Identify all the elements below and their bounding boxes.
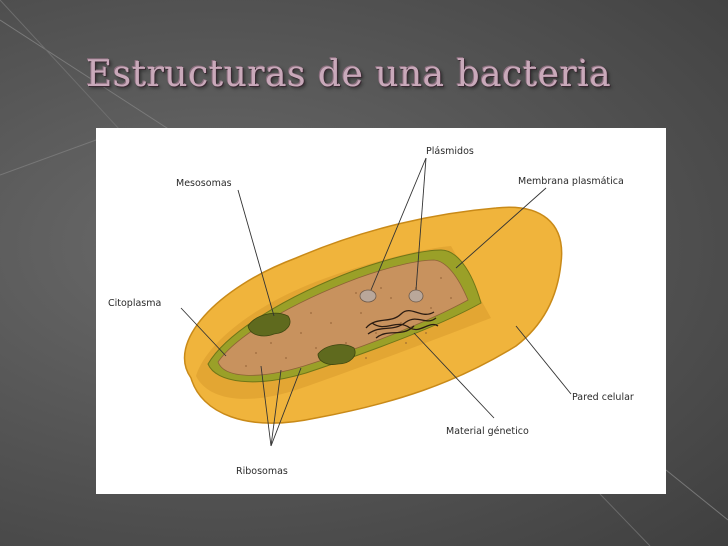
- bacteria-diagram: Plásmidos Mesosomas Membrana plasmática …: [96, 128, 666, 494]
- mesosome-shape-2: [317, 344, 356, 365]
- cytoplasm-shape: [217, 259, 469, 376]
- plasmid-shape-2: [408, 289, 424, 303]
- cell-body: [183, 206, 563, 424]
- slide-title: Estructuras de una bacteria: [86, 54, 612, 95]
- mesosome-shape: [247, 312, 291, 337]
- label-cell-wall: Pared celular: [572, 392, 634, 403]
- label-ribosomes: Ribosomas: [236, 466, 288, 477]
- genetic-material-shape: [365, 309, 439, 339]
- label-plasmids: Plásmidos: [426, 146, 474, 157]
- leader-lines: [180, 157, 572, 447]
- label-mesosomes: Mesosomas: [176, 178, 232, 189]
- bacteria-illustration: Plásmidos Mesosomas Membrana plasmática …: [108, 146, 634, 477]
- plasmid-shape: [359, 289, 377, 303]
- label-genetic-material: Material génetico: [446, 426, 529, 437]
- label-plasma-membrane: Membrana plasmática: [518, 176, 624, 187]
- label-cytoplasm: Citoplasma: [108, 298, 161, 309]
